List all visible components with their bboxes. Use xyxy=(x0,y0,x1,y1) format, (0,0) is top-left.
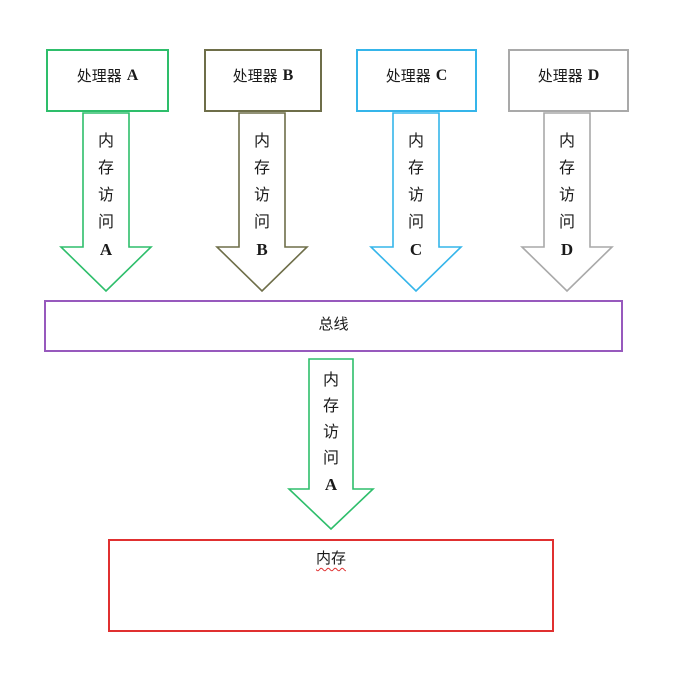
memory-access-c-label: 内存访问 C xyxy=(406,128,426,263)
down-arrow-icon xyxy=(59,112,153,293)
bus-to-memory-arrow-shape xyxy=(287,358,375,531)
memory-access-b-text: 内存访问 xyxy=(253,133,270,231)
memory-access-d-arrow-shape xyxy=(520,112,614,293)
memory-access-d-letter: D xyxy=(560,240,574,259)
memory-access-c-text: 内存访问 xyxy=(407,133,424,231)
processor-d-letter: D xyxy=(587,66,600,84)
processor-d-label: 处理器 xyxy=(537,68,583,85)
memory-access-a-arrow-shape xyxy=(59,112,153,293)
memory-box: 内存 xyxy=(108,539,554,632)
processor-d-box: 处理器 D xyxy=(508,49,629,112)
memory-access-b-arrow-shape xyxy=(215,112,309,293)
processor-a-letter: A xyxy=(126,66,139,84)
down-arrow-icon xyxy=(287,358,375,531)
processor-a-label: 处理器 xyxy=(76,68,122,85)
memory-access-a-text: 内存访问 xyxy=(97,133,114,231)
down-arrow-icon xyxy=(520,112,614,293)
processor-b-label: 处理器 xyxy=(232,68,278,85)
processor-a-box: 处理器 A xyxy=(46,49,169,112)
memory-access-b-letter: B xyxy=(256,240,268,259)
processor-c-letter: C xyxy=(435,66,448,84)
bus-to-memory-label: 内存访问 A xyxy=(321,368,341,498)
memory-access-d-label: 内存访问 D xyxy=(557,128,577,263)
memory-access-a-label: 内存访问 A xyxy=(96,128,116,263)
bus-to-memory-letter: A xyxy=(324,475,338,494)
bus-to-memory-text: 内存访问 xyxy=(322,372,339,467)
memory-access-d-text: 内存访问 xyxy=(558,133,575,231)
memory-access-a-letter: A xyxy=(99,240,113,259)
bus-box: 总线 xyxy=(44,300,623,352)
down-arrow-icon xyxy=(369,112,463,293)
memory-access-c-letter: C xyxy=(409,240,423,259)
memory-label: 内存 xyxy=(315,550,346,567)
processor-c-box: 处理器 C xyxy=(356,49,477,112)
processor-b-box: 处理器 B xyxy=(204,49,322,112)
memory-access-c-arrow-shape xyxy=(369,112,463,293)
down-arrow-icon xyxy=(215,112,309,293)
processor-b-letter: B xyxy=(282,66,294,84)
memory-access-b-label: 内存访问 B xyxy=(252,128,272,263)
bus-label: 总线 xyxy=(318,315,349,333)
processor-c-label: 处理器 xyxy=(385,68,431,85)
